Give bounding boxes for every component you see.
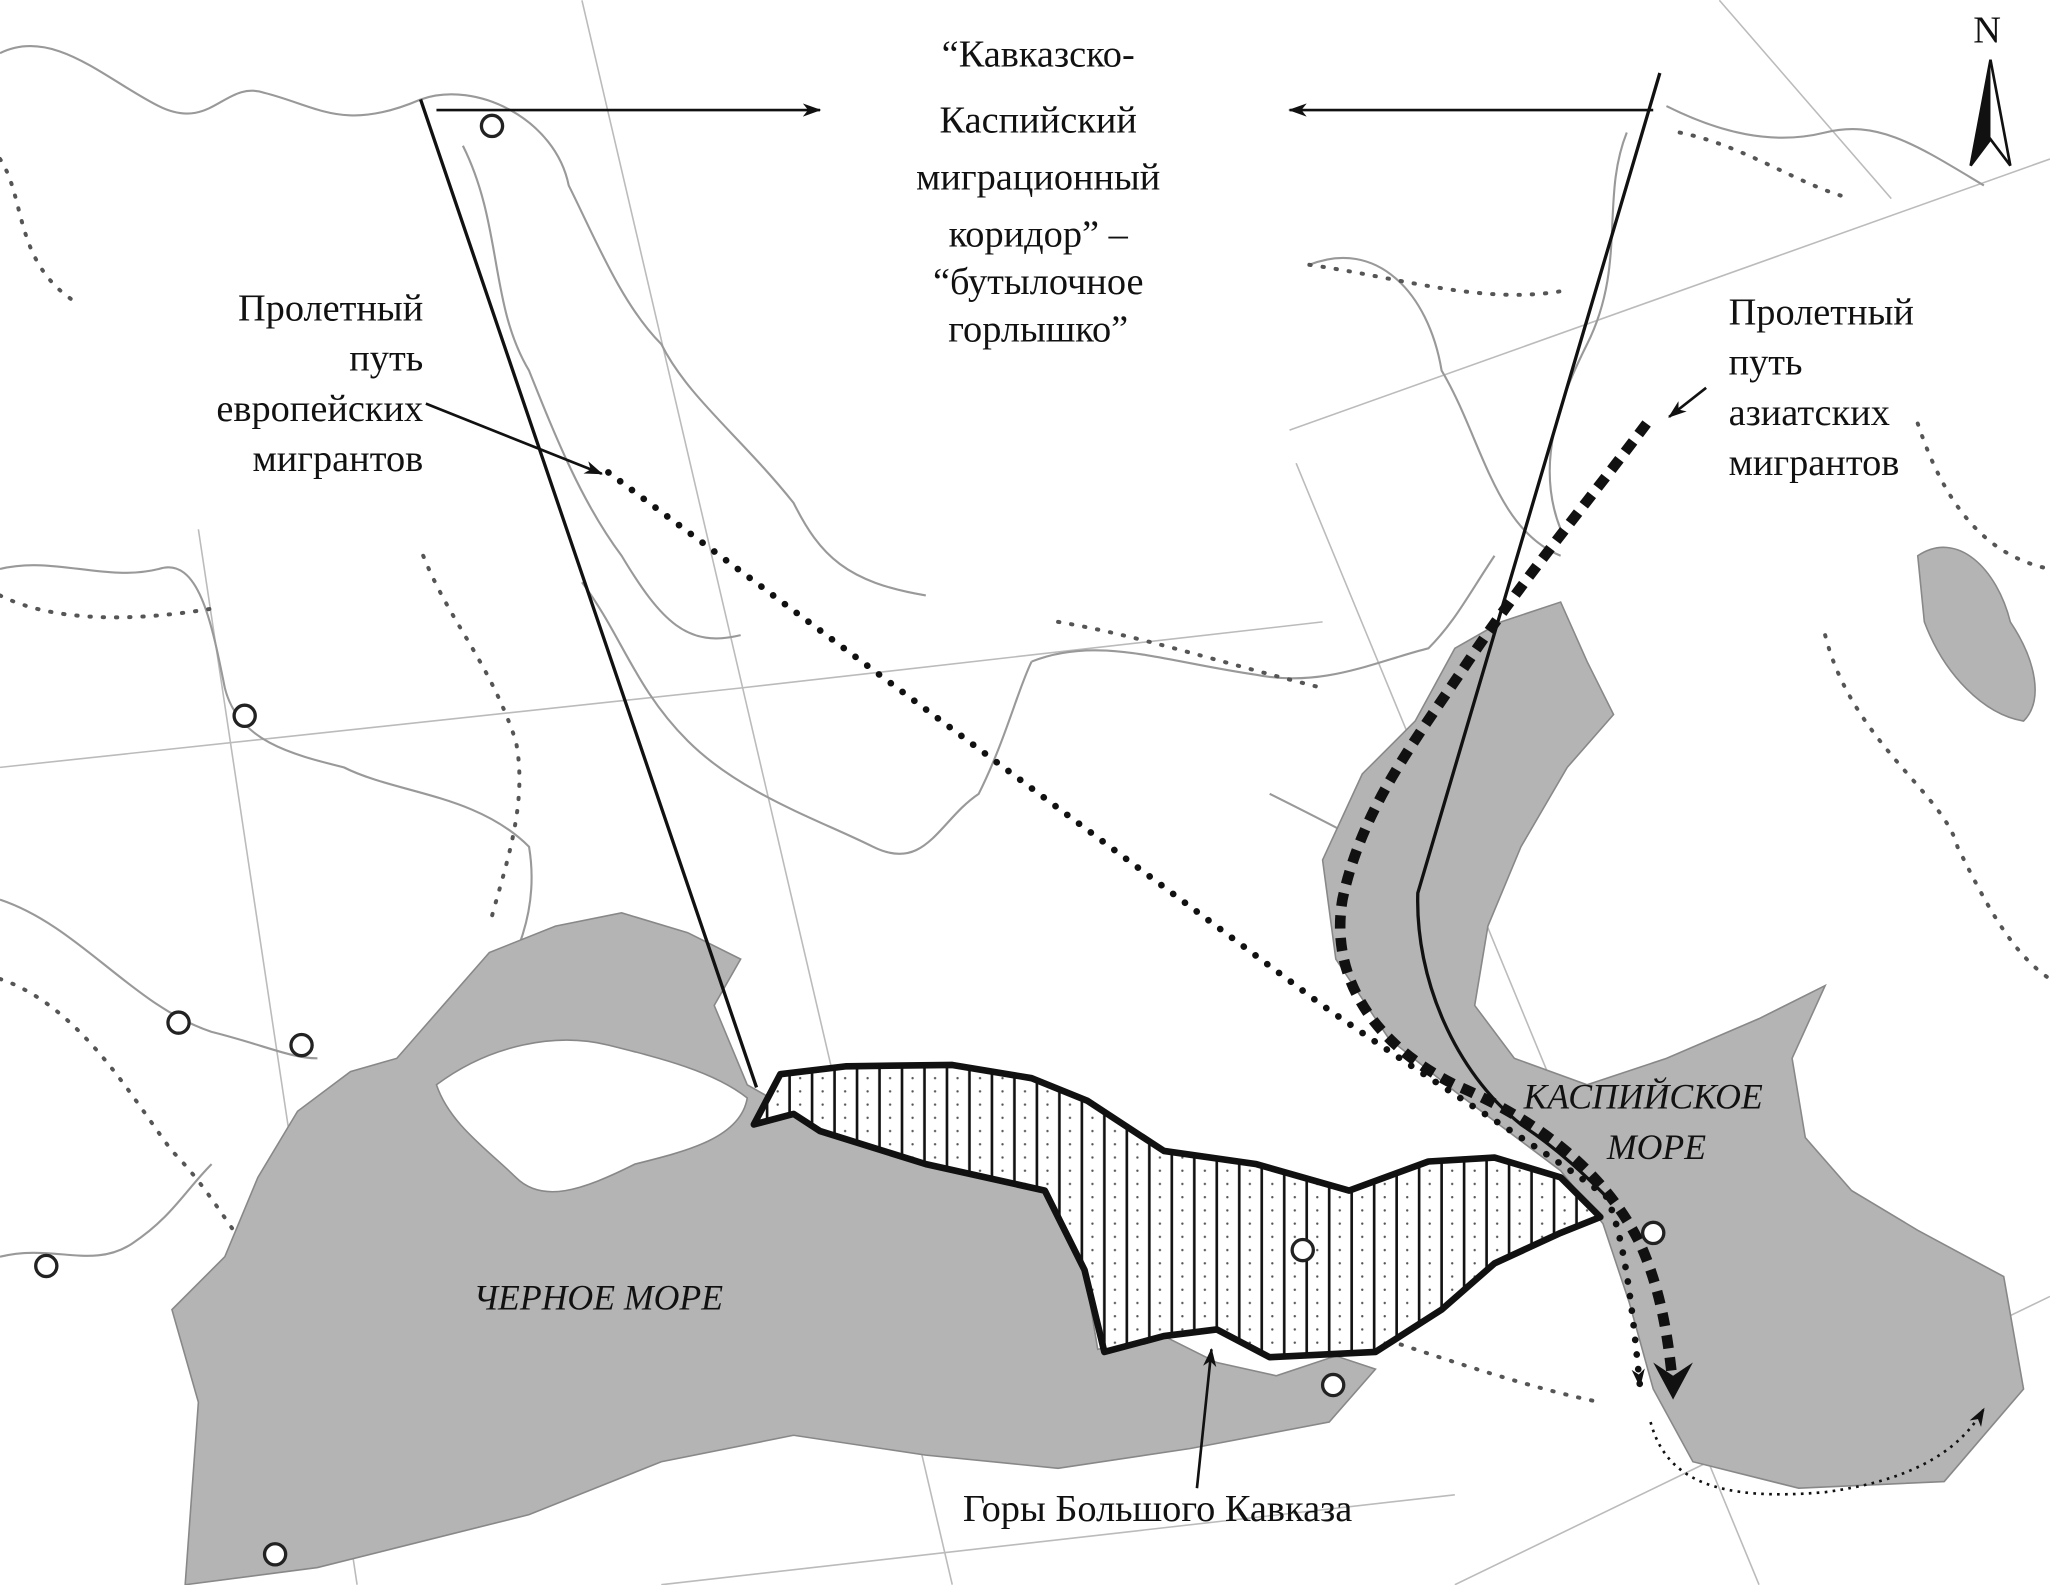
european-route-pointer — [425, 402, 604, 475]
asian-route-label: Пролетный путь азиатских мигрантов — [1729, 291, 1914, 484]
european-route-label-line: мигрантов — [252, 438, 423, 480]
aral-sea — [1916, 546, 2036, 722]
european-route-label-line: европейских — [216, 388, 423, 430]
asian-route-label-line: путь — [1729, 342, 1803, 384]
corridor-label-line: горлышко” — [948, 309, 1128, 351]
european-route-label-line: путь — [349, 338, 423, 380]
european-route-label-line: Пролетный — [238, 287, 423, 329]
caspian-sea — [1321, 601, 2025, 1489]
corridor-label-line: “бутылочное — [933, 261, 1144, 303]
greater-caucasus-region — [750, 1061, 1604, 1361]
european-route-label: Пролетный путь европейских мигрантов — [216, 287, 423, 480]
black-sea-label: ЧЕРНОЕ МОРЕ — [473, 1278, 723, 1318]
corridor-label-line: миграционный — [916, 156, 1160, 198]
european-migration-route — [605, 469, 1645, 1390]
mountains-pointer — [1195, 1347, 1217, 1489]
corridor-label-line: Каспийский — [940, 100, 1137, 142]
corridor-label-line: коридор” – — [949, 213, 1129, 255]
asian-route-label-line: Пролетный — [1729, 291, 1914, 333]
corridor-label-line: “Кавказско- — [942, 33, 1135, 75]
cities — [34, 113, 1666, 1567]
caspian-loop-route — [1649, 1407, 1986, 1496]
corridor-label: “Кавказско- Каспийский миграционный кори… — [916, 33, 1160, 350]
north-label: N — [1973, 10, 2001, 52]
asian-route-pointer — [1668, 386, 1707, 418]
north-arrow: N — [1969, 10, 2012, 167]
caspian-sea-label-line2: МОРЕ — [1606, 1127, 1706, 1167]
asian-route-label-line: азиатских — [1729, 392, 1890, 434]
crimea — [435, 1039, 749, 1193]
asian-route-arrowhead — [1653, 1362, 1693, 1400]
asian-route-label-line: мигрантов — [1729, 442, 1900, 484]
caspian-sea-label-line1: КАСПИЙСКОЕ — [1523, 1077, 1763, 1117]
mountains-label: Горы Большого Кавказа — [963, 1488, 1352, 1530]
asian-migration-route — [1334, 420, 1679, 1387]
